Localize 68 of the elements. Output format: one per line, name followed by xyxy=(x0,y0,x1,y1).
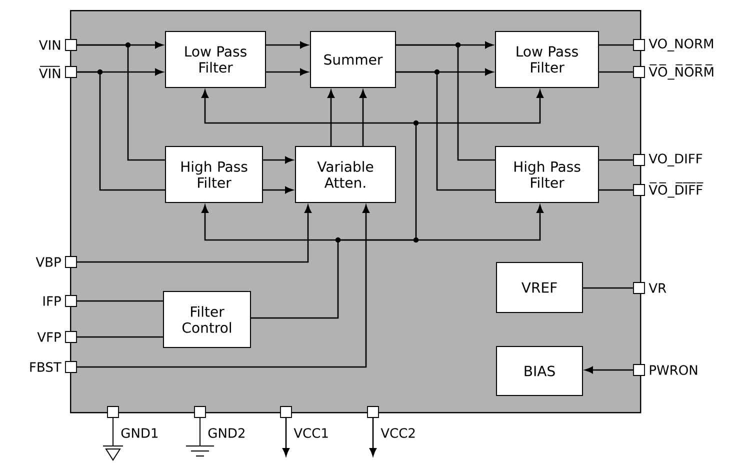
pin-square xyxy=(633,364,645,376)
pin-square xyxy=(280,406,292,418)
pin-label: VR xyxy=(648,283,666,293)
pin-square xyxy=(65,331,77,343)
block-box: High Pass Filter xyxy=(495,146,599,203)
supply-arrow xyxy=(370,418,376,456)
pin-square xyxy=(65,66,77,78)
signal-line xyxy=(76,44,165,161)
block-box: Low Pass Filter xyxy=(495,31,599,88)
pin-label: VO_DIFF xyxy=(648,154,702,166)
block-box: High Pass Filter xyxy=(165,146,263,203)
signal-line xyxy=(76,71,165,191)
pin-square xyxy=(65,361,77,373)
pin-square xyxy=(633,66,645,78)
signal-line xyxy=(202,90,416,124)
signal-line xyxy=(599,189,634,191)
signal-line xyxy=(76,336,163,338)
signal-line xyxy=(76,300,163,302)
pin-square xyxy=(367,406,379,418)
signal-line xyxy=(584,366,634,374)
pin-label: V̅O̅_N̅O̅R̅M̅ xyxy=(648,64,714,80)
signal-line xyxy=(583,287,634,289)
pin-square xyxy=(633,184,645,196)
signal-line xyxy=(360,90,366,146)
pin-label: VCC2 xyxy=(380,428,415,438)
signal-line xyxy=(266,42,308,48)
pin-label: GND1 xyxy=(121,428,158,438)
signal-line xyxy=(396,44,495,161)
pin-square xyxy=(65,256,77,268)
signal-line xyxy=(76,204,370,368)
pin-label: V̅O̅_D̅I̅F̅F̅ xyxy=(648,182,704,198)
supply-arrow xyxy=(282,418,290,456)
signal-line xyxy=(263,156,294,164)
pin-square xyxy=(633,282,645,294)
signal-line xyxy=(599,71,634,73)
pin-square xyxy=(194,406,206,418)
signal-line xyxy=(266,68,308,76)
pin-label: VFP xyxy=(37,332,61,342)
pin-label: VO_NORM xyxy=(648,38,713,52)
pin-label: PWRON xyxy=(650,365,698,375)
block-box: Variable Atten. xyxy=(295,146,396,203)
pin-label: VCC1 xyxy=(294,428,328,438)
pin-square xyxy=(633,39,645,51)
signal-line xyxy=(76,204,312,263)
signal-line xyxy=(599,159,634,161)
pin-label: VBP xyxy=(36,257,61,267)
signal-line xyxy=(338,204,544,241)
block-box: VREF xyxy=(496,262,583,313)
pin-label: FBST xyxy=(30,362,62,372)
pin-square xyxy=(107,406,119,418)
signal-line xyxy=(263,186,294,194)
signal-line xyxy=(251,240,339,319)
block-box: BIAS xyxy=(496,346,583,396)
block-box: Low Pass Filter xyxy=(165,31,266,88)
block-box: Filter Control xyxy=(163,291,251,348)
pin-label: V̅I̅N̅ xyxy=(39,66,60,78)
pin-label: IFP xyxy=(43,296,61,306)
pin-label: VIN xyxy=(39,40,60,50)
pin-square xyxy=(65,295,77,307)
block-box: Summer xyxy=(310,31,396,88)
signal-line xyxy=(328,90,334,146)
signal-line xyxy=(599,44,634,46)
signal-line xyxy=(396,71,495,191)
signal-line xyxy=(202,204,338,241)
pin-label: GND2 xyxy=(208,428,244,438)
pin-square xyxy=(633,154,645,166)
signal-line xyxy=(416,90,544,124)
pin-square xyxy=(65,39,77,51)
